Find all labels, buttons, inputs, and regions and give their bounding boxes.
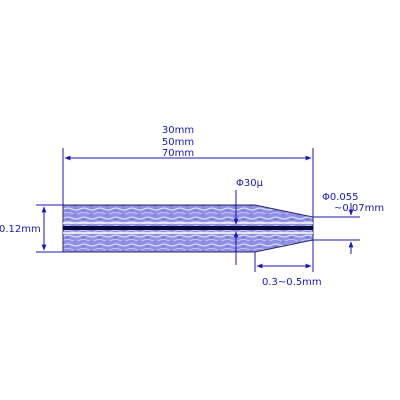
bore-diameter-label: Φ30μ <box>236 178 264 189</box>
outer-diameter-label: 0.12mm <box>0 224 41 235</box>
length-label-50: 50mm <box>162 137 194 148</box>
bore-channel <box>63 226 313 230</box>
tip-diameter-range-label: ~0.07mm <box>334 203 384 214</box>
length-label-70: 70mm <box>162 148 194 159</box>
tip-diameter-label: Φ0.055 <box>322 192 359 203</box>
length-label-30: 30mm <box>162 125 194 136</box>
taper-length-label: 0.3~0.5mm <box>262 277 322 288</box>
